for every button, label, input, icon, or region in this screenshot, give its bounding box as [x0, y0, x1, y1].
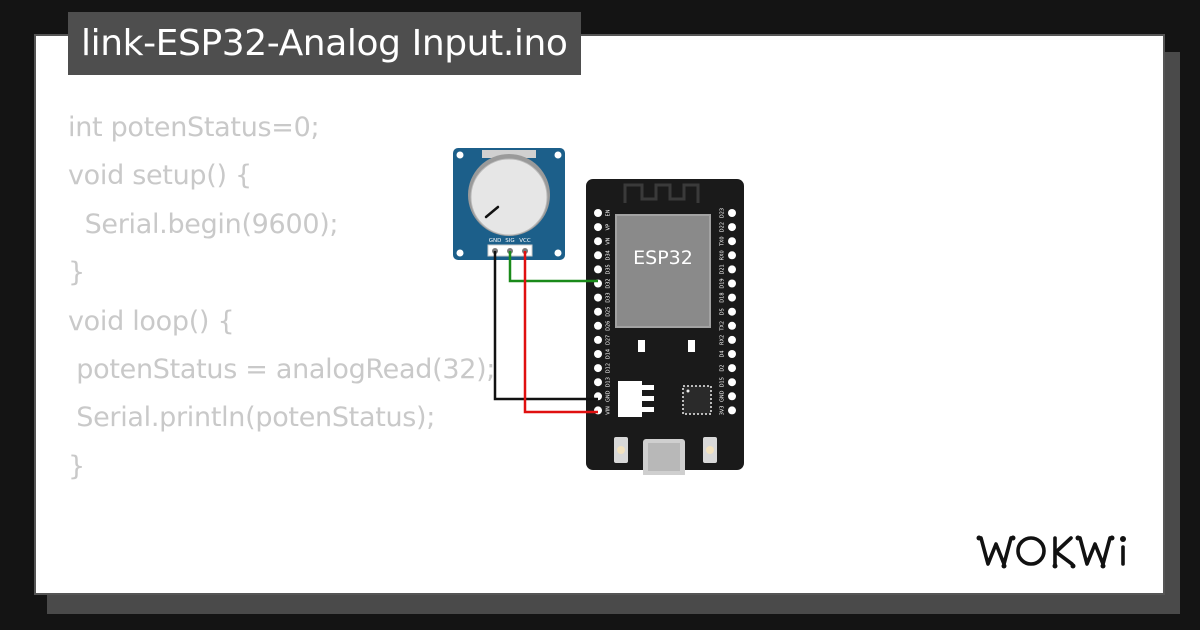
esp32-pin-label: D4 — [720, 350, 726, 357]
esp32-pin-d23[interactable] — [728, 209, 736, 217]
esp32-pin-label: D27 — [606, 335, 612, 345]
esp32-pin-label: VP — [606, 224, 612, 230]
esp32-right-header — [728, 209, 736, 415]
esp32-pin-d33[interactable] — [594, 293, 602, 302]
wire-gnd-gnd[interactable] — [493, 251, 598, 401]
pot-pin-label-vcc: VCC — [519, 238, 531, 244]
esp32-pin-vn[interactable] — [594, 237, 602, 246]
esp32-pin-label: D19 — [720, 278, 726, 288]
esp32-pin-3v3[interactable] — [728, 406, 736, 415]
pot-pin-label-gnd: GND — [489, 238, 502, 244]
code-line: int potenStatus=0; — [68, 112, 320, 143]
esp32-pin-d14[interactable] — [594, 350, 602, 358]
esp32-pin-d18[interactable] — [728, 293, 736, 302]
esp32-pin-label: D35 — [606, 264, 612, 274]
code-line: Serial.begin(9600); — [68, 208, 339, 240]
code-line: void setup() { — [68, 160, 252, 192]
esp32-pin-d13[interactable] — [594, 378, 602, 387]
esp32-pin-d34[interactable] — [594, 251, 602, 260]
voltage-regulator — [618, 381, 654, 417]
esp32-pin-label: D34 — [606, 250, 612, 260]
esp32-pin-rx2[interactable] — [728, 335, 736, 344]
esp32-pin-d26[interactable] — [594, 321, 602, 330]
esp32-pin-d4[interactable] — [728, 350, 736, 358]
esp32-pin-label: TX0 — [720, 236, 726, 247]
esp32-pin-tx2[interactable] — [728, 321, 736, 330]
esp32-pin-label: D32 — [606, 278, 612, 288]
en-button[interactable] — [614, 437, 628, 463]
esp32-pin-d5[interactable] — [728, 307, 736, 316]
esp32-pin-tx0[interactable] — [728, 237, 736, 246]
esp32-pin-label: D18 — [720, 292, 726, 302]
code-line: potenStatus = analogRead(32); — [68, 354, 496, 386]
esp32-pin-label: RX0 — [720, 250, 726, 260]
esp32-pin-d22[interactable] — [728, 223, 736, 232]
boot-button[interactable] — [703, 437, 717, 463]
usb-connector — [643, 439, 685, 475]
code-line: Serial.println(potenStatus); — [68, 402, 436, 434]
esp32-pin-d25[interactable] — [594, 307, 602, 316]
esp32-pin-label: VN — [606, 237, 612, 244]
potentiometer[interactable]: GND SIG VCC — [453, 148, 565, 260]
esp32-pin-label: D2 — [720, 365, 726, 372]
esp32-pin-label: D26 — [606, 321, 612, 331]
code-line: } — [68, 257, 85, 289]
esp32-chip-label: ESP32 — [633, 247, 693, 269]
pot-pin-label-sig: SIG — [505, 238, 514, 244]
esp32-pin-label: RX2 — [720, 335, 726, 345]
esp32-pin-label: GND — [720, 390, 726, 402]
wire-sig-d32[interactable] — [508, 251, 598, 283]
circuit-diagram: GND SIG VCC ESP32 ENVPVND34D35D32D33D25D… — [453, 148, 744, 475]
esp32-pin-vp[interactable] — [594, 223, 602, 232]
esp32-pin-d21[interactable] — [728, 265, 736, 274]
esp32-pin-d12[interactable] — [594, 364, 602, 373]
esp32-pin-label: D12 — [606, 363, 612, 373]
esp32-pin-label: D33 — [606, 292, 612, 302]
esp32-pin-d35[interactable] — [594, 265, 602, 274]
esp32-pin-d19[interactable] — [728, 279, 736, 288]
esp32-pin-en[interactable] — [594, 209, 602, 217]
esp32-pin-gnd[interactable] — [728, 392, 736, 401]
code-snippet: int potenStatus=0; void setup() { Serial.… — [68, 104, 495, 491]
esp32-pin-label: D13 — [606, 377, 612, 387]
esp32-pin-label: D5 — [720, 308, 726, 315]
esp32-pin-d15[interactable] — [728, 378, 736, 387]
esp32-pin-label: D21 — [720, 264, 726, 274]
esp32-pin-label: VIN — [606, 406, 612, 415]
code-line: } — [68, 450, 85, 482]
esp32-pin-rx0[interactable] — [728, 251, 736, 260]
esp32-pin-label: D22 — [720, 222, 726, 232]
esp32-pin-label: D25 — [606, 307, 612, 317]
esp32-pin-label: GND — [606, 390, 612, 402]
esp32-pin-d27[interactable] — [594, 335, 602, 344]
code-line: void loop() { — [68, 305, 235, 337]
usb-chip — [682, 385, 712, 415]
esp32-pin-label: EN — [606, 209, 612, 216]
esp32-pin-label: D23 — [720, 208, 726, 218]
esp32-board[interactable]: ESP32 ENVPVND34D35D32D33D25D26D27D14D12D… — [586, 179, 744, 475]
wire-vcc-vin[interactable] — [523, 251, 598, 414]
project-title: link-ESP32-Analog Input.ino — [68, 12, 581, 75]
esp32-pin-label: D14 — [606, 349, 612, 359]
wokwi-logo — [976, 535, 1126, 569]
esp32-pin-label: D15 — [720, 377, 726, 387]
esp32-pin-d2[interactable] — [728, 364, 736, 373]
potentiometer-knob[interactable] — [470, 158, 548, 236]
esp32-pin-label: TX2 — [720, 321, 726, 332]
esp32-left-header — [594, 209, 602, 415]
esp32-pin-label: 3V3 — [720, 406, 726, 416]
